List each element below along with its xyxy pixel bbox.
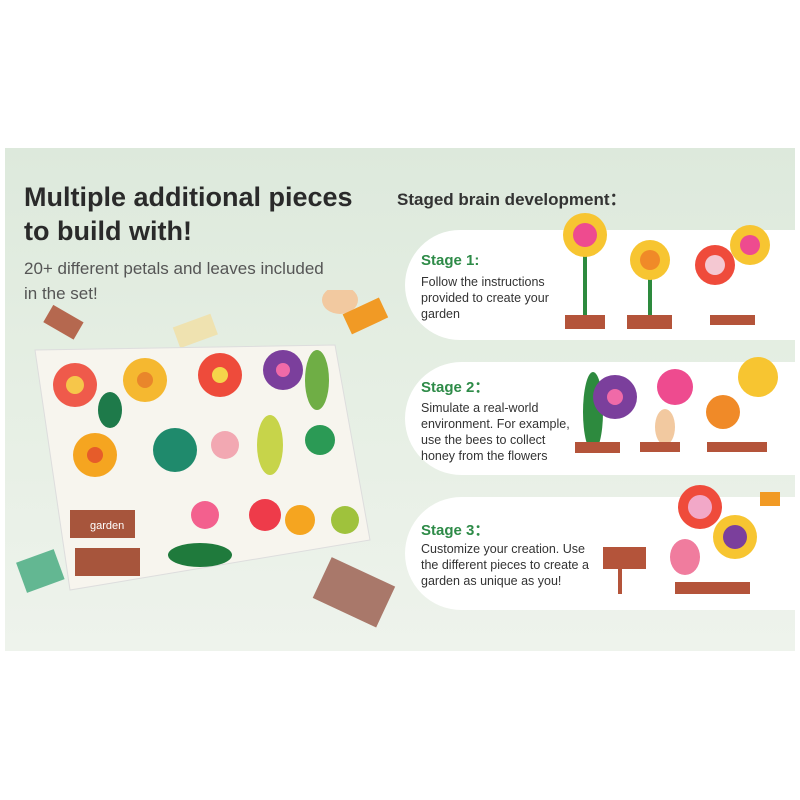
pieces-sheet-illustration: garden [16,290,396,628]
stage-1-card: Stage 1: Follow the instructions provide… [405,213,795,340]
stage-1-label: Stage 1: [421,252,480,269]
stage-2-flowers-illustration [575,357,778,453]
stage-2-label: Stage 2： [421,379,490,396]
subtitle: 20+ different petals and leaves included… [24,259,324,303]
stage-2-card: Stage 2： Simulate a real-world environme… [405,357,795,475]
stage-1-text: Follow the instructions provided to crea… [421,275,549,321]
headline: Multiple additional pieces to build with… [24,182,353,246]
stage-3-card: Stage 3： Customize your creation. Use th… [405,485,795,610]
garden-sign-text: garden [90,520,124,532]
stage-2-text: Simulate a real-world environment. For e… [421,401,570,463]
stage-3-label: Stage 3： [421,522,490,539]
stages-title: Staged brain development： [397,190,627,209]
stage-3-text: Customize your creation. Use the differe… [421,542,589,588]
stage-3-garden-illustration [603,485,780,594]
stage-1-flowers-illustration [563,213,770,329]
